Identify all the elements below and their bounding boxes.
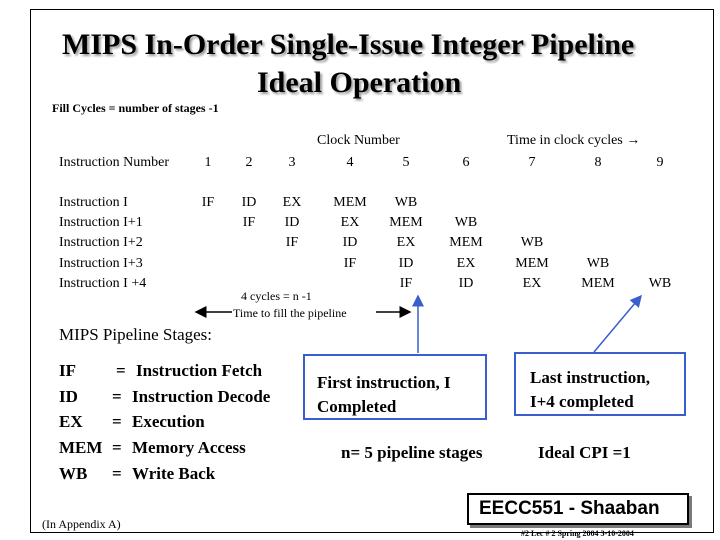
last-callout-line-1: Last instruction, [530,368,650,387]
cycle-header-9: 9 [656,155,664,170]
stage-def-equals: = [112,438,122,457]
instruction-label: Instruction I+1 [59,215,143,230]
stage-cell-if: IF [399,276,413,291]
title-line-2: Ideal Operation [257,66,462,99]
stage-cell-id: ID [458,276,474,291]
stage-def-equals: = [112,464,122,483]
fill-cycles-note: Fill Cycles = number of stages -1 [52,101,219,115]
stage-def-name: Memory Access [132,438,246,457]
cycle-header-7: 7 [528,155,536,170]
stage-def-name: Write Back [132,464,216,483]
stage-def-name: Execution [132,412,205,431]
cycle-header-1: 1 [204,155,212,170]
cycle-header-2: 2 [245,155,253,170]
time-label: Time in clock cycles → [507,133,641,148]
fill-annotation-line-2: Time to fill the pipeline [233,306,347,320]
instruction-label: Instruction I+3 [59,256,143,271]
stage-cell-wb: WB [394,195,418,210]
stage-cell-ex: EX [340,215,360,230]
n-stages-label: n= 5 pipeline stages [341,443,483,462]
stage-def-name: Instruction Decode [132,387,271,406]
instruction-label: Instruction I [59,195,128,210]
instruction-label: Instruction I+2 [59,235,143,250]
lecture-meta: #2 Lec # 2 Spring 2004 3-10-2004 [521,529,634,538]
stage-def-abbr: WB [59,464,88,483]
stage-def-abbr: ID [59,387,78,406]
stage-cell-wb: WB [586,256,610,271]
stage-cell-ex: EX [396,235,416,250]
slide-frame [30,9,714,533]
stage-cell-mem: MEM [333,195,367,210]
stage-def-equals: = [112,412,122,431]
stage-cell-wb: WB [520,235,544,250]
instruction-label: Instruction I +4 [59,276,147,291]
fill-annotation-line-1: 4 cycles = n -1 [241,289,312,303]
first-callout-line-2: Completed [317,397,397,416]
stage-def-equals: = [116,361,126,380]
stage-cell-if: IF [285,235,299,250]
stage-cell-if: IF [201,195,215,210]
stage-def-abbr: EX [59,412,83,431]
stage-def-abbr: IF [59,361,76,380]
stage-def-abbr: MEM [59,438,103,457]
stage-cell-mem: MEM [389,215,423,230]
appendix-note: (In Appendix A) [42,517,121,531]
last-callout-line-2: I+4 completed [530,392,634,411]
stage-cell-id: ID [398,256,414,271]
stage-cell-if: IF [343,256,357,271]
stage-cell-mem: MEM [581,276,615,291]
cycle-header-3: 3 [288,155,296,170]
stage-cell-wb: WB [454,215,478,230]
last-instruction-callout: Last instruction, I+4 completed [514,352,686,416]
stage-cell-mem: MEM [449,235,483,250]
clock-number-label: Clock Number [317,133,400,148]
stage-cell-id: ID [342,235,358,250]
stage-cell-id: ID [241,195,257,210]
course-title: EECC551 - Shaaban [479,498,660,519]
stage-def-equals: = [112,387,122,406]
title-line-1: MIPS In-Order Single-Issue Integer Pipel… [62,28,635,61]
cycle-header-5: 5 [402,155,410,170]
stage-cell-ex: EX [456,256,476,271]
first-callout-line-1: First instruction, I [317,373,451,392]
stage-cell-wb: WB [648,276,672,291]
stage-cell-ex: EX [522,276,542,291]
stage-cell-ex: EX [282,195,302,210]
ideal-cpi-label: Ideal CPI =1 [538,443,631,462]
cycle-header-6: 6 [462,155,470,170]
cycle-header-4: 4 [346,155,354,170]
stage-def-name: Instruction Fetch [136,361,263,380]
cycle-header-8: 8 [594,155,602,170]
course-footer-box: EECC551 - Shaaban [467,493,689,525]
stage-cell-id: ID [284,215,300,230]
last-instruction-pointer [593,294,642,353]
stage-cell-if: IF [242,215,256,230]
instruction-number-header: Instruction Number [59,155,170,170]
stage-cell-mem: MEM [515,256,549,271]
stages-heading: MIPS Pipeline Stages: [59,325,213,344]
first-instruction-callout: First instruction, I Completed [303,354,487,420]
